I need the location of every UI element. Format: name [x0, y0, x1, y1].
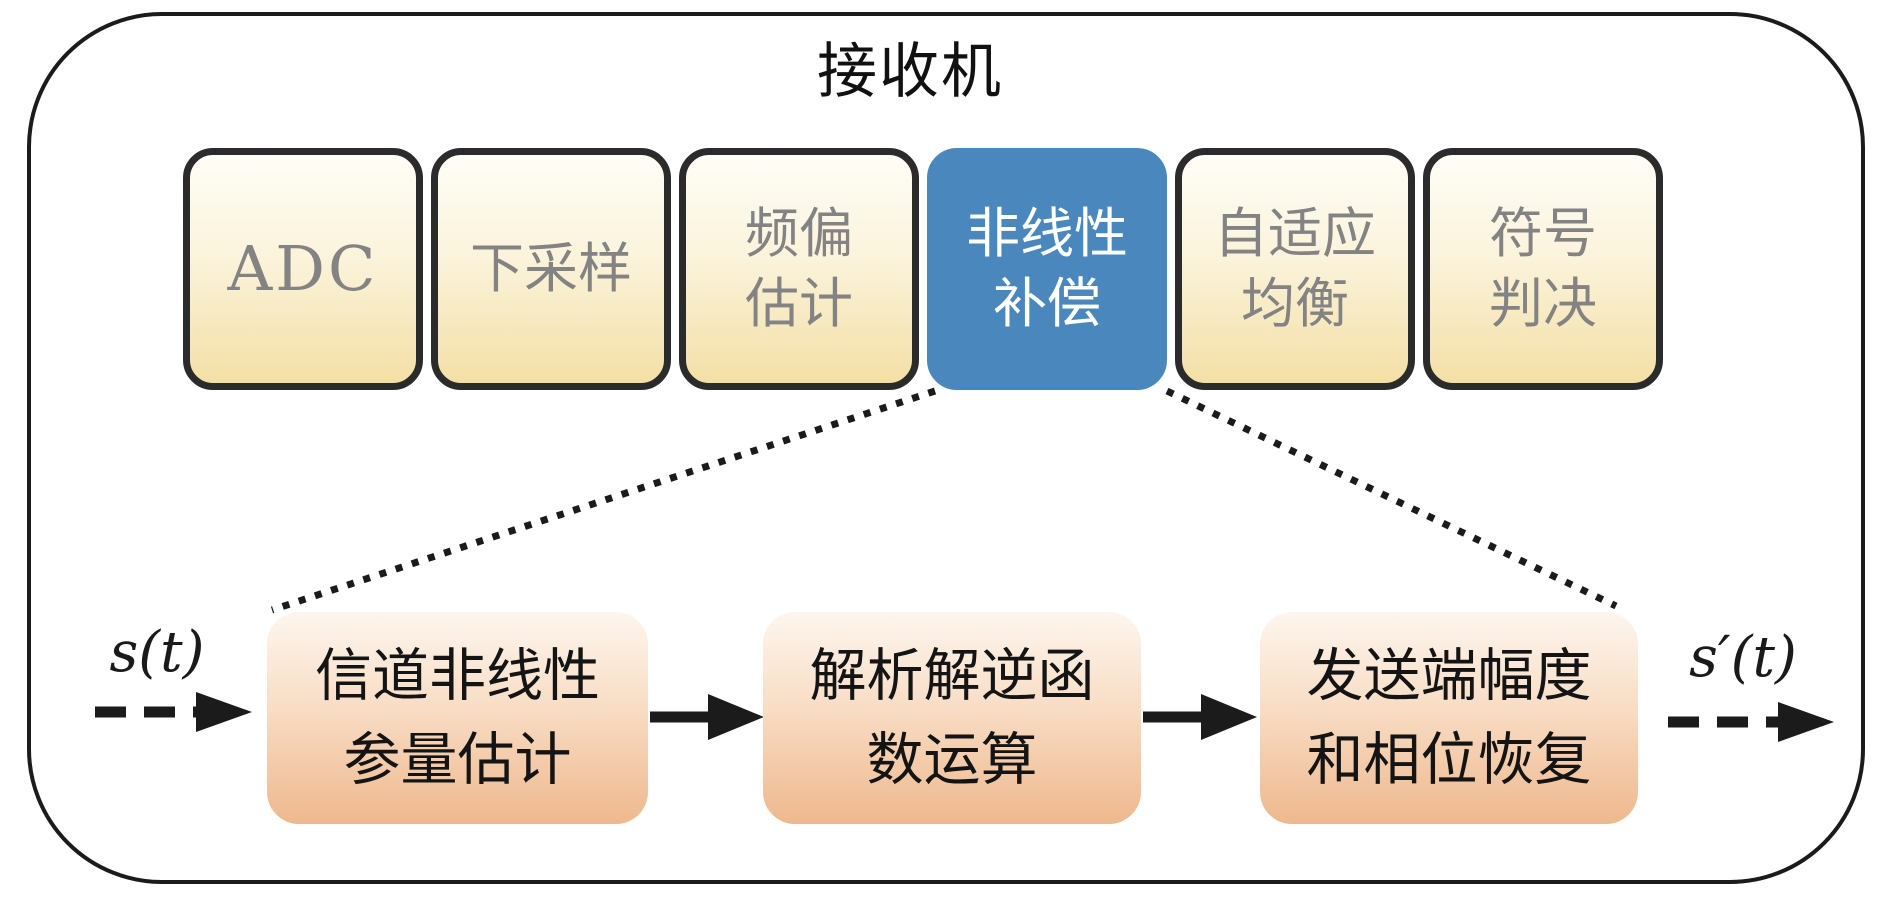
- pipeline-block-label-line1: 自适应: [1214, 202, 1376, 265]
- pipeline-block-adc: ADC: [183, 148, 423, 390]
- output-signal-label: s′(t): [1689, 625, 1797, 690]
- pipeline-block-downsampling: 下采样: [431, 148, 671, 390]
- pipeline-block-label-line1: 非线性: [966, 202, 1128, 265]
- step-label-line1: 解析解逆函: [809, 643, 1095, 709]
- step-channel-nonlinear-parameter-estimation: 信道非线性 参量估计: [267, 612, 648, 824]
- pipeline-block-adaptive-equalization: 自适应 均衡: [1175, 148, 1415, 390]
- input-signal-label: s(t): [109, 620, 205, 685]
- pipeline-block-label-line2: 估计: [745, 272, 853, 335]
- pipeline-block-frequency-offset-estimation: 频偏 估计: [679, 148, 919, 390]
- pipeline-block-label-line1: 符号: [1489, 202, 1597, 265]
- step-label-line1: 信道非线性: [315, 643, 600, 709]
- receiver-title: 接收机: [817, 37, 1003, 107]
- step-label-line1: 发送端幅度: [1306, 643, 1592, 709]
- pipeline-block-nonlinear-compensation: 非线性 补偿: [927, 148, 1167, 390]
- pipeline-block-symbol-decision: 符号 判决: [1423, 148, 1663, 390]
- step-label-line2: 参量估计: [343, 727, 572, 793]
- pipeline-block-label: 下采样: [470, 237, 632, 300]
- receiver-frame: [27, 12, 1865, 884]
- step-transmitter-amplitude-phase-recovery: 发送端幅度 和相位恢复: [1260, 612, 1638, 824]
- step-label-line2: 数运算: [866, 727, 1038, 793]
- pipeline-block-label-line2: 均衡: [1241, 272, 1349, 335]
- pipeline-block-label-line2: 补偿: [993, 272, 1101, 335]
- pipeline-block-label-line2: 判决: [1489, 272, 1597, 335]
- pipeline-block-label: ADC: [227, 232, 379, 305]
- pipeline-block-label-line1: 频偏: [745, 202, 853, 265]
- step-label-line2: 和相位恢复: [1306, 727, 1592, 793]
- step-analytical-inverse-function-operation: 解析解逆函 数运算: [763, 612, 1141, 824]
